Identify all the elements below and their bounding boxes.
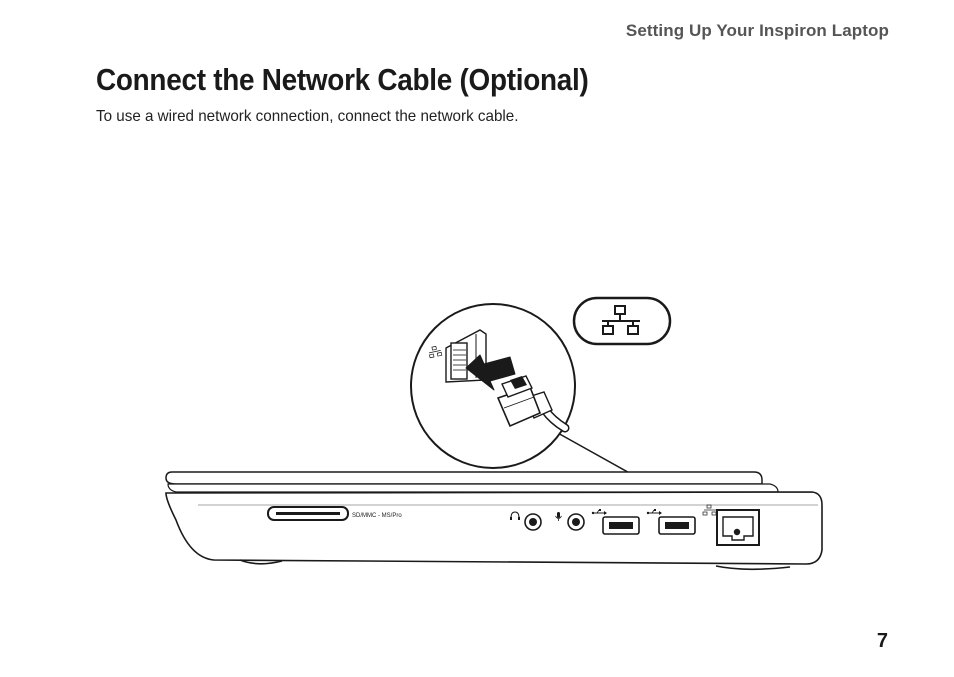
usb-port — [602, 516, 640, 535]
page-number: 7 — [876, 630, 888, 652]
running-header: Setting Up Your Inspiron Laptop — [625, 21, 889, 40]
headphone-jack — [524, 513, 542, 531]
usb-port — [658, 516, 696, 535]
intro-text: To use a wired network connection, conne… — [96, 108, 519, 125]
microphone-jack — [567, 513, 585, 531]
card-slot-label: SD/MMC - MS/Pro — [352, 513, 402, 519]
network-icon — [572, 296, 672, 346]
card-reader-slot — [267, 506, 349, 521]
page-title: Connect the Network Cable (Optional) — [96, 62, 589, 97]
headphone-icon — [510, 511, 520, 520]
magnified-detail — [410, 303, 576, 469]
usb-icon — [646, 509, 662, 515]
microphone-icon — [555, 512, 562, 521]
network-port — [716, 509, 760, 546]
usb-icon — [591, 509, 607, 515]
insert-arrow — [465, 354, 516, 391]
